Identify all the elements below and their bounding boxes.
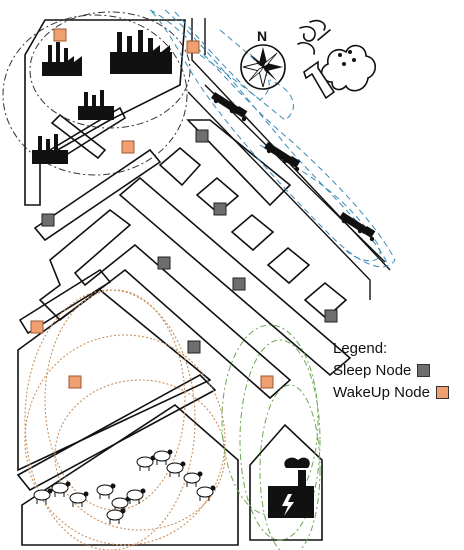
wakeup-node <box>186 40 200 54</box>
sheep-icon <box>106 508 126 524</box>
sleep-node <box>41 213 55 227</box>
sleep-node <box>157 256 171 270</box>
sheep-icon <box>136 455 156 471</box>
sleep-node <box>324 309 338 323</box>
sleep-node <box>195 129 209 143</box>
sleep-nodes <box>41 129 338 354</box>
sheep-icon <box>166 461 186 477</box>
sleep-node <box>213 202 227 216</box>
compass-north-label: N <box>257 28 267 44</box>
sleep-node <box>232 277 246 291</box>
factory-range <box>2 11 191 176</box>
wakeup-node-swatch-icon <box>436 386 449 399</box>
sheep-icon <box>51 481 71 497</box>
legend-item-sleep: Sleep Node <box>333 361 461 380</box>
legend-title: Legend: <box>333 340 388 357</box>
legend-label-wakeup: WakeUp Node <box>333 384 430 401</box>
wakeup-node <box>260 375 274 389</box>
grazing-range <box>24 289 226 550</box>
wind-icon <box>297 19 331 55</box>
block-small-2 <box>195 176 240 215</box>
city-blocks <box>16 19 352 546</box>
block-small-3 <box>230 213 275 252</box>
block-small-5 <box>303 281 348 320</box>
truck-icon <box>264 142 301 172</box>
sheep-icon <box>33 488 53 504</box>
sheep-icon <box>126 488 146 504</box>
sheep-icon <box>111 496 131 512</box>
riverside-roads <box>187 18 391 300</box>
sheep-icon <box>183 471 203 487</box>
block-power-plant <box>249 423 323 541</box>
legend-item-wakeup: WakeUp Node <box>333 383 461 402</box>
wakeup-node <box>53 28 67 42</box>
truck-icon <box>339 212 376 242</box>
sheep-icon <box>69 491 89 507</box>
sheep-icon <box>96 483 116 499</box>
arrow-icon <box>303 60 336 100</box>
compass-rose-icon <box>240 44 286 90</box>
legend: Legend: Sleep Node WakeUp Node <box>333 339 461 402</box>
block-pasture <box>21 403 239 546</box>
block-inner-bar <box>50 113 107 160</box>
block-upper-right <box>186 119 292 207</box>
block-west-bar <box>18 268 112 335</box>
wakeup-node <box>121 140 135 154</box>
truck-icon <box>211 92 248 122</box>
block-long-diagonal <box>118 176 352 377</box>
sheep-flock <box>33 449 216 524</box>
block-small-1 <box>158 146 202 187</box>
power-plant-icon <box>268 457 314 518</box>
wakeup-node <box>68 375 82 389</box>
sheep-icon <box>153 449 173 465</box>
wakeup-node <box>30 320 44 334</box>
factory-icon <box>32 134 68 164</box>
cloud-icon <box>320 44 377 92</box>
legend-label-sleep: Sleep Node <box>333 362 412 379</box>
sleep-node-swatch-icon <box>417 364 431 377</box>
sleep-node <box>187 340 201 354</box>
block-west-tri <box>17 288 212 472</box>
block-south-diagonal <box>16 374 217 492</box>
factory-icon <box>110 30 172 74</box>
wakeup-nodes <box>30 28 274 389</box>
factory-icon <box>42 42 82 76</box>
factory-icon <box>78 90 114 120</box>
sheep-icon <box>196 485 216 501</box>
block-middle-l <box>38 208 292 400</box>
block-diagonal-1 <box>33 148 162 242</box>
block-small-4 <box>266 246 311 285</box>
